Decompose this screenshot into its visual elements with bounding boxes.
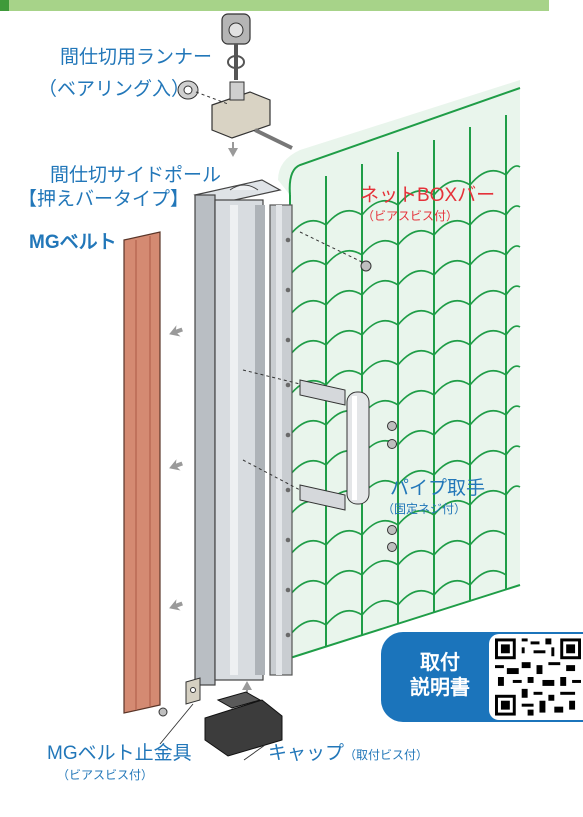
- header-bar: [0, 0, 549, 11]
- pipe-handle-label: パイプ取手: [390, 478, 486, 499]
- screw-holes: [285, 237, 291, 638]
- cap-label: キャップ（取付ビス付）: [268, 743, 429, 765]
- qr-code-icon: [495, 638, 581, 716]
- net-panel: [278, 80, 521, 659]
- leader-lines: [159, 703, 266, 761]
- net-scallops: [289, 165, 521, 636]
- arrow-icon: [169, 142, 252, 696]
- header-accent: [0, 0, 9, 11]
- net-box-bar-label: ネットBOXバー: [360, 185, 496, 206]
- net-box-bar: [269, 204, 293, 676]
- side-pole: [193, 179, 282, 686]
- manual-badge-text: 取付 説明書: [395, 651, 485, 701]
- pipe-handle-part: [242, 231, 370, 511]
- runner-part: [177, 13, 293, 150]
- runner-sub-label: （ベアリング入）: [38, 79, 191, 100]
- mg-belt-part: [123, 231, 161, 714]
- manual-line2: 説明書: [410, 677, 470, 699]
- cap-label-main: キャップ: [268, 743, 345, 764]
- runner-label: 間仕切用ランナー: [60, 47, 213, 68]
- cap-part: [204, 691, 283, 757]
- mg-stopper-sub-label: （ビアスビス付）: [57, 768, 154, 782]
- pole-label-line1: 間仕切サイドポール: [50, 165, 222, 186]
- cap-label-sub: （取付ビス付）: [344, 748, 429, 762]
- pipe-handle-sub-label: （固定ネジ付）: [382, 502, 467, 516]
- pole-label-line2: 【押えバータイプ】: [18, 189, 190, 210]
- belt-stopper-part: [185, 677, 201, 705]
- mg-stopper-label: MGベルト止金具: [47, 743, 192, 764]
- net-box-bar-sub-label: （ビアスビス付）: [362, 209, 459, 223]
- mg-belt-label: MGベルト: [29, 232, 117, 253]
- qr-code-frame[interactable]: [489, 634, 583, 720]
- manual-line1: 取付: [420, 652, 460, 674]
